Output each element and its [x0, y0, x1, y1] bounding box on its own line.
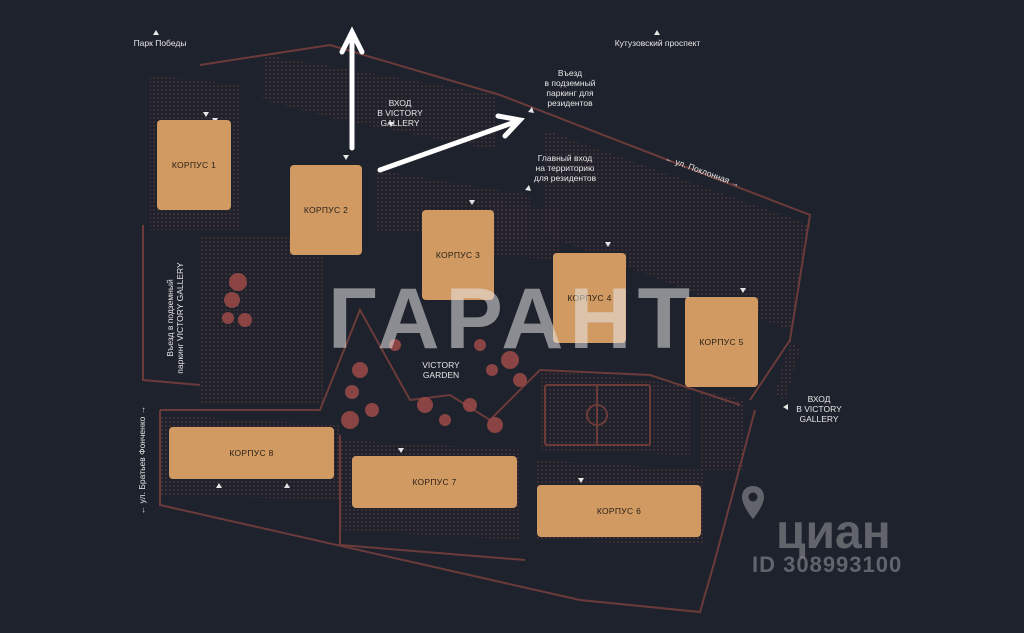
building-3-label: КОРПУС 3 — [435, 250, 481, 260]
label-entrance-victory-gallery-right: ВХОД В VICTORY GALLERY — [796, 394, 842, 424]
label-ul-bratyev-fonchenko: ← ул. Братьев Фонченко → — [137, 405, 147, 515]
building-6[interactable]: КОРПУС 6 — [537, 485, 701, 537]
building-5-label: КОРПУС 5 — [699, 337, 744, 347]
cian-id-watermark: ID 308993100 — [752, 552, 903, 577]
label-main-entrance: Главный вход на территорию для резиденто… — [533, 153, 597, 183]
building-2-label: КОРПУС 2 — [303, 205, 349, 215]
label-parking-victory-gallery: Въезд в подземный паркинг VICTORY GALLER… — [165, 262, 185, 374]
building-7[interactable]: КОРПУС 7 — [352, 456, 517, 508]
label-victory-garden: VICTORY GARDEN — [422, 360, 460, 380]
building-6-label: КОРПУС 6 — [596, 506, 642, 516]
entrance-markers — [153, 30, 788, 488]
building-8[interactable]: КОРПУС 8 — [169, 427, 334, 479]
label-kutuzovsky: Кутузовский проспект — [614, 38, 701, 48]
garant-watermark: ГАРАНТ — [328, 271, 696, 367]
building-7-label: КОРПУС 7 — [412, 477, 457, 487]
building-2[interactable]: КОРПУС 2 — [290, 165, 362, 255]
label-entrance-parking-residents: Въезд в подземный паркинг для резидентов — [544, 68, 596, 108]
building-4-label: КОРПУС 4 — [567, 293, 612, 303]
cian-watermark: циан — [776, 506, 891, 559]
site-paths — [142, 43, 812, 614]
map-pin-icon — [742, 486, 764, 519]
label-park-pobedy: Парк Победы — [133, 38, 187, 48]
building-1-label: КОРПУС 1 — [171, 160, 217, 170]
building-8-label: КОРПУС 8 — [229, 448, 274, 458]
building-5[interactable]: КОРПУС 5 — [685, 297, 758, 387]
label-entrance-victory-gallery-top: ВХОД В VICTORY GALLERY — [377, 98, 423, 128]
building-3[interactable]: КОРПУС 3 — [422, 210, 494, 300]
victory-garden-trees — [222, 273, 527, 433]
building-4[interactable]: КОРПУС 4 — [553, 253, 626, 343]
building-1[interactable]: КОРПУС 1 — [157, 120, 231, 210]
